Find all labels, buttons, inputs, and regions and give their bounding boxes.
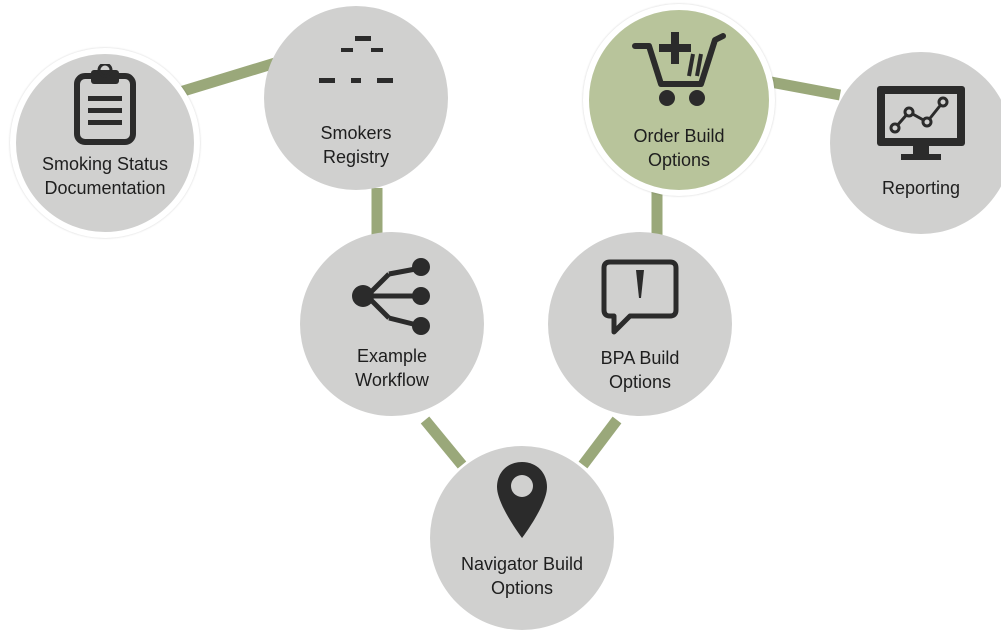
- node-example-workflow[interactable]: Example Workflow: [300, 232, 484, 416]
- connector-status-registry: [178, 54, 287, 98]
- node-order-build[interactable]: Order Build Options: [583, 4, 775, 196]
- monitor-chart-icon: [877, 86, 965, 160]
- cart-plus-icon: [632, 32, 726, 106]
- node-label: Reporting: [881, 178, 961, 198]
- node-label: Smoking Status Documentation: [41, 154, 169, 198]
- node-label: BPA Build Options: [600, 348, 680, 392]
- node-navigator-build[interactable]: Navigator Build Options: [430, 446, 614, 630]
- node-label: Navigator Build Options: [460, 554, 584, 598]
- connector-workflow-navigator: [420, 416, 467, 469]
- alert-bubble-icon: [601, 259, 679, 335]
- dashes-icon: [319, 36, 393, 83]
- map-pin-icon: [497, 462, 547, 538]
- connector-bpa-navigator: [578, 416, 622, 469]
- clipboard-icon: [74, 64, 136, 145]
- node-bpa-build[interactable]: BPA Build Options: [548, 232, 732, 416]
- node-reporting[interactable]: Reporting: [830, 52, 1001, 234]
- node-smokers-registry[interactable]: Smokers Registry: [264, 6, 448, 190]
- node-smoking-status[interactable]: Smoking Status Documentation: [10, 48, 200, 238]
- node-label: Example Workflow: [355, 346, 429, 390]
- node-label: Smokers Registry: [320, 123, 392, 167]
- node-label: Order Build Options: [633, 126, 725, 170]
- branch-icon: [352, 258, 430, 335]
